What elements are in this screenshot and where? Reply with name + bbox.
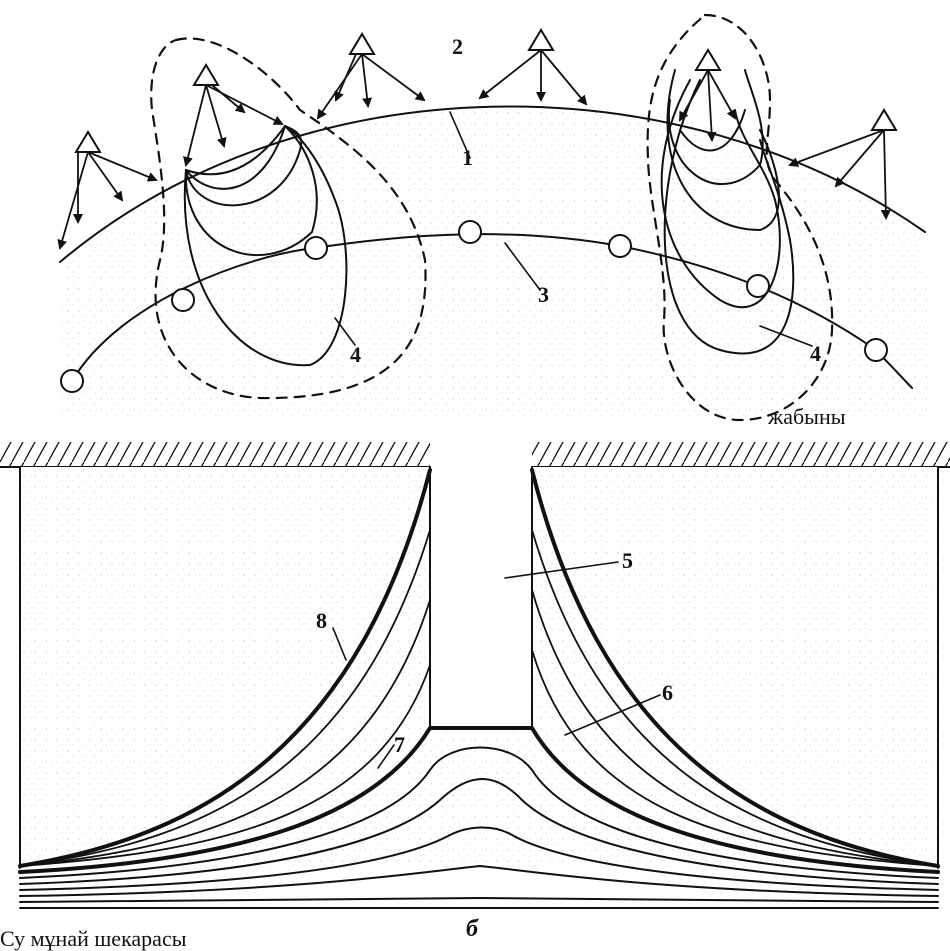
label-3: 3: [538, 282, 549, 307]
owc-caption: Су мұнай шекарасы: [0, 926, 187, 951]
cone-boundary-8-left: [18, 468, 432, 868]
panel-letter: б: [466, 916, 479, 942]
well-bore-5: [430, 467, 532, 728]
production-well: [608, 234, 632, 258]
injection-well-5: [679, 48, 736, 142]
label-4-right: 4: [810, 341, 821, 366]
label-5: 5: [622, 548, 633, 573]
dashed-zone-left: [150, 37, 427, 400]
label-8: 8: [316, 608, 327, 633]
flood-fronts-left: [183, 125, 348, 367]
production-well: [746, 274, 770, 298]
cone-boundary-8-right: [530, 468, 940, 868]
reservoir-area-top: [60, 106, 930, 420]
reservoir-area-bottom: [20, 467, 938, 870]
injection-well-3: [316, 32, 426, 120]
injection-well-2: [183, 63, 284, 167]
production-well: [60, 369, 84, 393]
label-6: 6: [662, 680, 673, 705]
production-well: [458, 220, 482, 244]
production-well: [304, 236, 328, 260]
injection-well-1: [57, 130, 158, 250]
bottom-cross-section: жабыны: [0, 404, 950, 951]
dashed-zone-right: [646, 13, 834, 422]
roof-caption: жабыны: [767, 404, 846, 429]
production-well: [864, 338, 888, 362]
top-plan-view: 2 1 3 4 4: [57, 13, 930, 422]
cone-lines-right: [531, 529, 939, 867]
contour-line-1: [59, 105, 926, 263]
injection-well-6: [788, 108, 898, 220]
injection-well-4: [478, 28, 588, 106]
label-7: 7: [394, 732, 405, 757]
label-1: 1: [462, 145, 473, 170]
dome-layers: [19, 746, 939, 909]
cone-lines-left: [19, 529, 431, 867]
flood-fronts-right: [660, 69, 795, 355]
production-well: [171, 288, 195, 312]
label-2: 2: [452, 34, 463, 59]
roof-hatch-gap: [430, 440, 532, 470]
production-wells: [60, 220, 888, 393]
label-4-left: 4: [350, 342, 361, 367]
cone-boundary-7: [18, 726, 940, 874]
